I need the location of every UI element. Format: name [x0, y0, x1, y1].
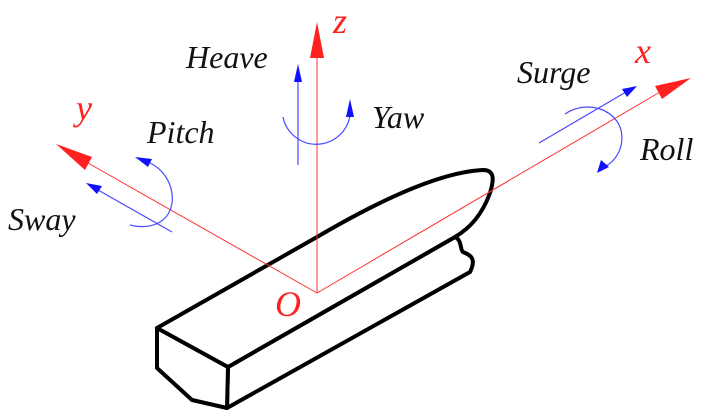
origin-label: O [275, 284, 301, 324]
motion-arrows [86, 64, 637, 233]
roll-label: Roll [639, 131, 693, 167]
sway-arrowhead [86, 183, 102, 194]
ship-hull [155, 168, 495, 410]
z-axis-arrowhead [310, 22, 324, 58]
yaw-label: Yaw [372, 99, 425, 135]
y-axis-line [87, 162, 318, 294]
z-axis-label: z [332, 1, 347, 41]
heave-label: Heave [185, 39, 268, 75]
pitch-arc [129, 162, 173, 228]
yaw-arrowhead [346, 99, 354, 117]
sway-label: Sway [8, 201, 76, 237]
y-axis-arrowhead [56, 144, 92, 170]
axes [56, 22, 691, 294]
hull-deck [155, 168, 495, 369]
y-axis-label: y [73, 88, 92, 128]
surge-label: Surge [517, 54, 590, 90]
x-axis-arrowhead [655, 78, 691, 99]
roll-arc [564, 106, 623, 168]
surge-arrow [538, 91, 627, 144]
roll-arrowhead [597, 160, 609, 173]
x-axis-label: x [634, 31, 651, 71]
yaw-arc [282, 114, 351, 145]
heave-arrowhead [294, 64, 302, 82]
x-axis-line [316, 91, 661, 294]
sway-arrow [97, 189, 173, 233]
hull-side [225, 235, 475, 410]
pitch-arrowhead [135, 157, 152, 167]
surge-arrowhead [622, 86, 637, 97]
pitch-label: Pitch [146, 114, 215, 150]
